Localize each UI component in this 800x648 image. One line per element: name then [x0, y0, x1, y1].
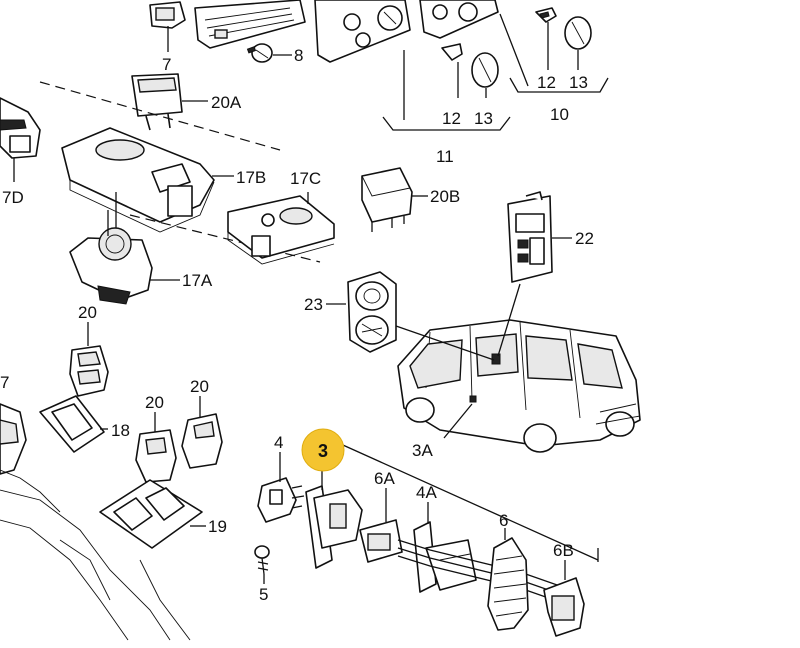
part-23-switch-module [347, 271, 397, 353]
part-13-knob-mid [471, 52, 499, 88]
label-17B: 17B [236, 168, 266, 187]
part-17C-switch-housing [227, 195, 335, 265]
heater-control-panel-middle [314, 0, 411, 63]
van-illustration [397, 319, 641, 453]
part-17B-switch-housing [61, 127, 215, 233]
label-20-right: 20 [190, 377, 209, 396]
label-12-right: 12 [537, 73, 556, 92]
part-7-left-switch [0, 403, 27, 475]
part-12-slider-mid [441, 43, 463, 61]
part-20-switch-left [69, 345, 109, 397]
dash-line-mid-left [129, 214, 321, 263]
label-19: 19 [208, 517, 227, 536]
part-7D-console [0, 97, 41, 159]
label-4: 4 [274, 433, 283, 452]
part-13-knob-right [564, 16, 592, 50]
label-13-mid: 13 [474, 109, 493, 128]
label-6A: 6A [374, 469, 395, 488]
label-20-mid: 20 [145, 393, 164, 412]
label-20-left: 20 [78, 303, 97, 322]
label-8: 8 [294, 46, 303, 65]
label-13-right: 13 [569, 73, 588, 92]
label-3A: 3A [412, 441, 433, 460]
label-7D: 7D [2, 188, 24, 207]
part-4-switch-bracket [257, 477, 305, 523]
label-10: 10 [550, 105, 569, 124]
part-20-switch-mid [135, 429, 177, 483]
part-19-switch-bezel [99, 479, 203, 549]
part-8-knob [246, 43, 273, 63]
label-20A: 20A [211, 93, 242, 112]
wiring-harness [397, 539, 561, 603]
label-12-mid: 12 [442, 109, 461, 128]
bracket-11 [382, 116, 511, 131]
label-17A: 17A [182, 271, 213, 290]
part-22-switch-panel [507, 191, 553, 283]
highlight-callout-3[interactable]: 3 [301, 428, 345, 472]
part-7-top-switch [149, 1, 186, 29]
label-11: 11 [436, 147, 454, 166]
label-6B: 6B [553, 541, 574, 560]
heater-control-panel-left [194, 0, 306, 49]
part-6B-plug [543, 577, 585, 637]
label-6: 6 [499, 511, 508, 530]
label-18: 18 [111, 421, 130, 440]
part-18-bezel [39, 395, 105, 453]
bracket-line-top [313, 431, 599, 561]
part-20A-switch [131, 73, 183, 131]
part-17A-switch-base [69, 210, 153, 305]
part-12-slider-right [535, 7, 557, 23]
part-6A-connector [359, 519, 403, 563]
leader-3A [443, 403, 473, 439]
label-3-highlight: 3 [318, 441, 328, 461]
label-23: 23 [304, 295, 323, 314]
leader-10-panel [499, 13, 529, 87]
label-4A: 4A [416, 483, 437, 502]
door-trim-panel [0, 469, 191, 641]
label-20B: 20B [430, 187, 460, 206]
label-7-top: 7 [162, 55, 171, 74]
label-5: 5 [259, 585, 268, 604]
part-20-switch-right [181, 413, 223, 469]
dash-line-top-left [39, 81, 281, 151]
bracket-10 [509, 77, 609, 93]
heater-control-panel-right [419, 0, 499, 39]
part-20B-relay [361, 167, 413, 232]
label-22: 22 [575, 229, 594, 248]
part-5-screw [254, 545, 270, 575]
label-17C: 17C [290, 169, 321, 188]
label-7-left: 7 [0, 373, 9, 392]
leader-23-to-van [395, 325, 495, 361]
part-6-rubber-boot [487, 537, 529, 631]
part-4A-grommet [413, 521, 477, 593]
part-3-contact-switch [305, 485, 363, 569]
leader-22-to-van [497, 283, 521, 357]
